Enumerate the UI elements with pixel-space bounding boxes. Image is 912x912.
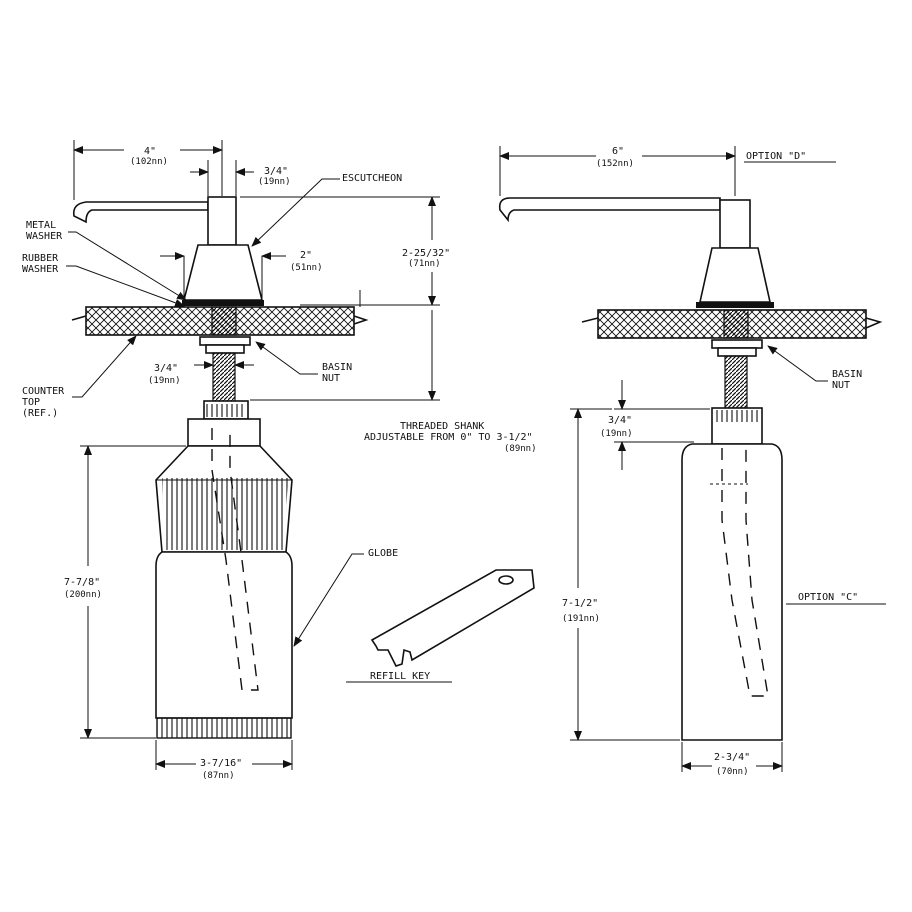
left-escutcheon-dia-mm: (51nn)	[290, 263, 323, 273]
option-c-label: OPTION "C"	[798, 592, 858, 603]
left-shank-dia: 3/4"	[154, 363, 178, 374]
left-globe-width: 3-7/16"	[200, 758, 242, 769]
left-height-above-mm: (71nn)	[408, 259, 441, 269]
metal-washer-label-2: WASHER	[26, 231, 63, 242]
right-assembly: 6" (152nn) OPTION "D" BASIN NUT 3/4" (19…	[498, 146, 886, 777]
right-washer	[696, 302, 774, 308]
left-height-above: 2-25/32"	[402, 248, 450, 259]
left-spout	[72, 201, 209, 224]
shank-note-1: THREADED SHANK	[400, 421, 484, 432]
right-bottle-height: 7-1/2"	[562, 598, 598, 609]
rubber-washer-label-2: WASHER	[22, 264, 59, 275]
globe-label: GLOBE	[368, 548, 398, 559]
left-globe-width-mm: (87nn)	[202, 771, 235, 781]
right-basin-nut-lower	[717, 347, 757, 357]
left-cap-thread	[206, 404, 246, 417]
metal-washer-label-1: METAL	[26, 220, 56, 231]
right-neck-height-mm: (19nn)	[600, 429, 633, 439]
right-neck-height: 3/4"	[608, 415, 632, 426]
right-shank-lower	[724, 355, 748, 409]
left-shank-dia-mm: (19nn)	[148, 376, 181, 386]
rubber-washer-label-1: RUBBER	[22, 253, 59, 264]
left-basin-nut-label-2: NUT	[322, 373, 340, 384]
right-bottle-height-mm: (191nn)	[562, 614, 600, 624]
left-pump-body	[207, 196, 237, 246]
left-globe-body	[155, 551, 293, 719]
right-bottle-width-mm: (70nn)	[716, 767, 749, 777]
left-washer	[182, 300, 264, 306]
left-globe-height-mm: (200nn)	[64, 590, 102, 600]
left-escutcheon-dia: 2"	[300, 250, 312, 261]
right-basin-nut-label-1: BASIN	[832, 369, 862, 380]
refill-key-hole	[498, 575, 514, 585]
right-bottle-body	[681, 443, 783, 741]
left-countertop-break	[71, 315, 369, 325]
counter-top-label-1: COUNTER	[22, 386, 65, 397]
right-spout-length-mm: (152nn)	[596, 159, 634, 169]
counter-top-label-2: TOP	[22, 397, 40, 408]
right-escutcheon	[699, 247, 771, 303]
left-globe-cap	[187, 418, 261, 447]
right-pump-body	[719, 199, 751, 249]
left-body-width: 3/4"	[264, 166, 288, 177]
refill-key-shape	[370, 569, 535, 667]
left-basin-nut-lower	[205, 344, 245, 354]
left-dip-tube	[211, 428, 259, 691]
left-body-width-mm: (19nn)	[258, 177, 291, 187]
right-countertop-break	[581, 317, 883, 329]
right-bottle-width: 2-3/4"	[714, 752, 750, 763]
right-neck-thread	[714, 410, 760, 422]
left-escutcheon-label: ESCUTCHEON	[342, 173, 402, 184]
left-escutcheon	[182, 244, 264, 301]
refill-key: REFILL KEY	[346, 569, 535, 683]
refill-key-label: REFILL KEY	[370, 671, 430, 682]
left-spout-length: 4"	[144, 146, 156, 157]
left-basin-nut-label-1: BASIN	[322, 362, 352, 373]
left-globe-height: 7-7/8"	[64, 577, 100, 588]
right-spout	[498, 197, 721, 223]
right-basin-nut	[711, 339, 763, 349]
right-dip-tube	[721, 448, 769, 697]
right-shank-upper	[723, 309, 749, 339]
shank-note-2: ADJUSTABLE FROM 0" TO 3-1/2"	[364, 432, 533, 443]
counter-top-label-3: (REF.)	[22, 408, 58, 419]
left-globe-base-ribs	[156, 717, 292, 739]
left-basin-nut	[199, 336, 251, 346]
shank-note-3: (89nn)	[504, 444, 537, 454]
left-globe-shoulder-ribs	[162, 478, 288, 550]
option-d-label: OPTION "D"	[746, 151, 806, 162]
left-assembly: 4" (102nn) 3/4" (19nn) ESCUTCHEON METAL …	[22, 140, 537, 781]
right-spout-length: 6"	[612, 146, 624, 157]
left-shank-lower	[212, 352, 236, 402]
left-shank-upper	[211, 306, 237, 336]
right-basin-nut-label-2: NUT	[832, 380, 850, 391]
left-spout-length-mm: (102nn)	[130, 157, 168, 167]
